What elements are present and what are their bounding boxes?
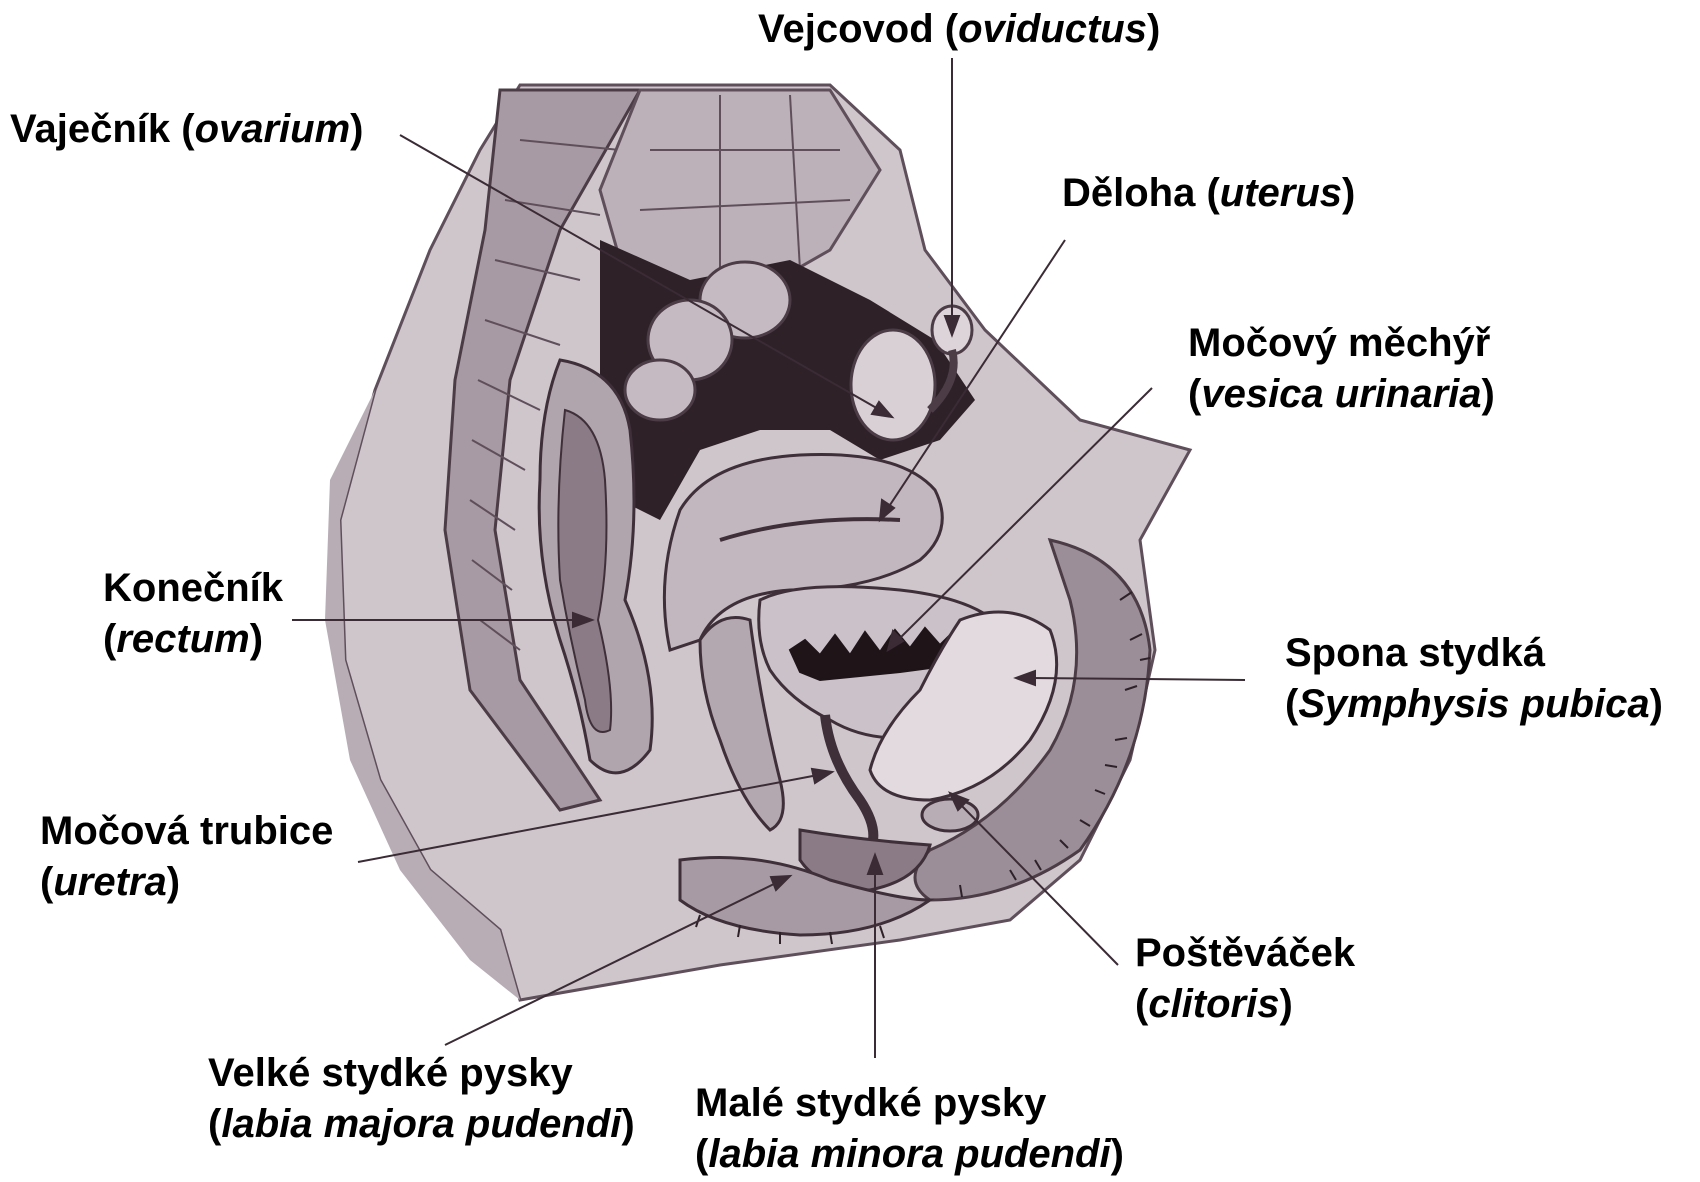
label-symphysis-name: Spona stydká [1285, 631, 1545, 675]
label-rectum-latin: rectum [116, 617, 249, 661]
anatomy-illustration [325, 85, 1190, 1000]
label-uterus: Děloha (uterus) [1062, 168, 1355, 219]
label-rectum: Konečník (rectum) [103, 563, 283, 665]
label-uterus-name: Děloha [1062, 171, 1195, 215]
label-labia-majora-name: Velké stydké pysky [208, 1051, 573, 1095]
label-labia-minora-name: Malé stydké pysky [695, 1081, 1046, 1125]
label-ovary: Vaječník (ovarium) [10, 104, 364, 155]
label-oviduct: Vejcovod (oviductus) [758, 4, 1160, 55]
label-symphysis-latin: Symphysis pubica [1298, 682, 1649, 726]
label-urethra: Močová trubice (uretra) [40, 806, 333, 908]
label-clitoris: Poštěváček (clitoris) [1135, 928, 1355, 1030]
label-labia-majora: Velké stydké pysky (labia majora pudendi… [208, 1048, 635, 1150]
label-labia-majora-latin: labia majora pudendi [221, 1102, 621, 1146]
label-oviduct-latin: oviductus [958, 7, 1147, 51]
ovary-shape [851, 330, 935, 440]
label-labia-minora-latin: labia minora pudendi [708, 1132, 1110, 1176]
label-clitoris-latin: clitoris [1148, 982, 1279, 1026]
label-bladder-name: Močový měchýř [1188, 321, 1490, 365]
label-symphysis: Spona stydká (Symphysis pubica) [1285, 628, 1663, 730]
label-ovary-latin: ovarium [195, 107, 351, 151]
label-labia-minora: Malé stydké pysky (labia minora pudendi) [695, 1078, 1124, 1180]
label-oviduct-name: Vejcovod [758, 7, 934, 51]
label-bladder-latin: vesica urinaria [1201, 372, 1481, 416]
label-urethra-name: Močová trubice [40, 809, 333, 853]
label-uterus-latin: uterus [1220, 171, 1342, 215]
label-bladder: Močový měchýř (vesica urinaria) [1188, 318, 1495, 420]
label-rectum-name: Konečník [103, 566, 283, 610]
label-clitoris-name: Poštěváček [1135, 931, 1355, 975]
label-urethra-latin: uretra [53, 860, 166, 904]
label-ovary-name: Vaječník [10, 107, 170, 151]
